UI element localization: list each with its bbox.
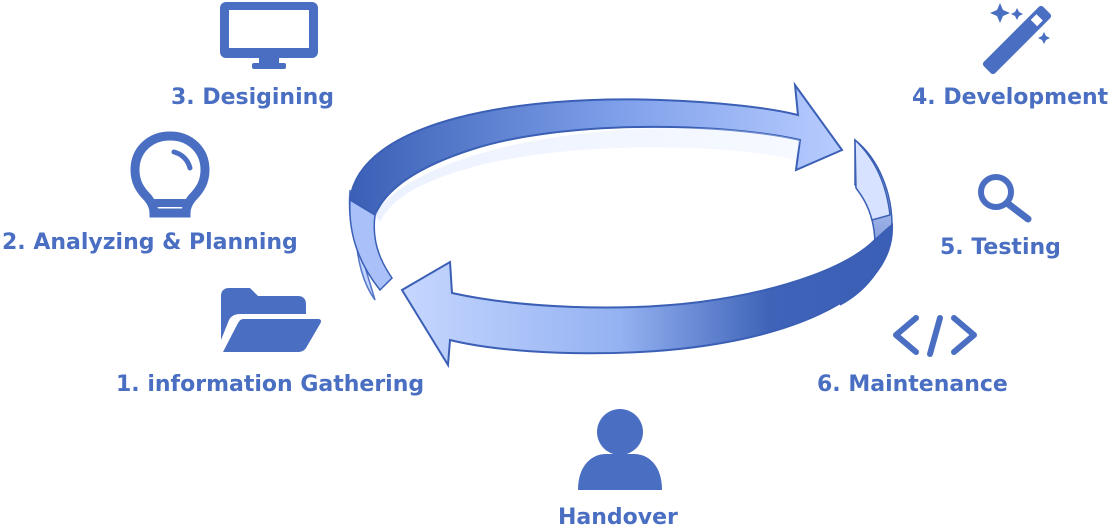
cycle-ring bbox=[348, 81, 894, 369]
ring-left-side bbox=[349, 198, 393, 292]
step-label-designing: 3. Desigining bbox=[171, 85, 334, 110]
step-label-handover: Handover bbox=[558, 505, 678, 528]
code-icon bbox=[893, 315, 977, 357]
folder-icon bbox=[221, 288, 322, 352]
monitor-icon bbox=[220, 2, 318, 69]
step-label-testing: 5. Testing bbox=[940, 235, 1061, 260]
step-label-analyzing-planning: 2. Analyzing & Planning bbox=[2, 230, 298, 255]
step-label-development: 4. Development bbox=[912, 85, 1109, 110]
magic-wand-icon bbox=[982, 3, 1052, 75]
step-label-information-gathering: 1. information Gathering bbox=[116, 372, 424, 397]
ring-right-top bbox=[854, 138, 891, 221]
lightbulb-icon bbox=[130, 131, 210, 218]
ring-bottom-band bbox=[400, 222, 894, 369]
ring-top-inner bbox=[375, 128, 800, 222]
magnifier-icon bbox=[978, 174, 1032, 223]
ring-top-band bbox=[348, 81, 844, 217]
user-icon bbox=[578, 409, 662, 490]
step-label-maintenance: 6. Maintenance bbox=[817, 372, 1008, 397]
